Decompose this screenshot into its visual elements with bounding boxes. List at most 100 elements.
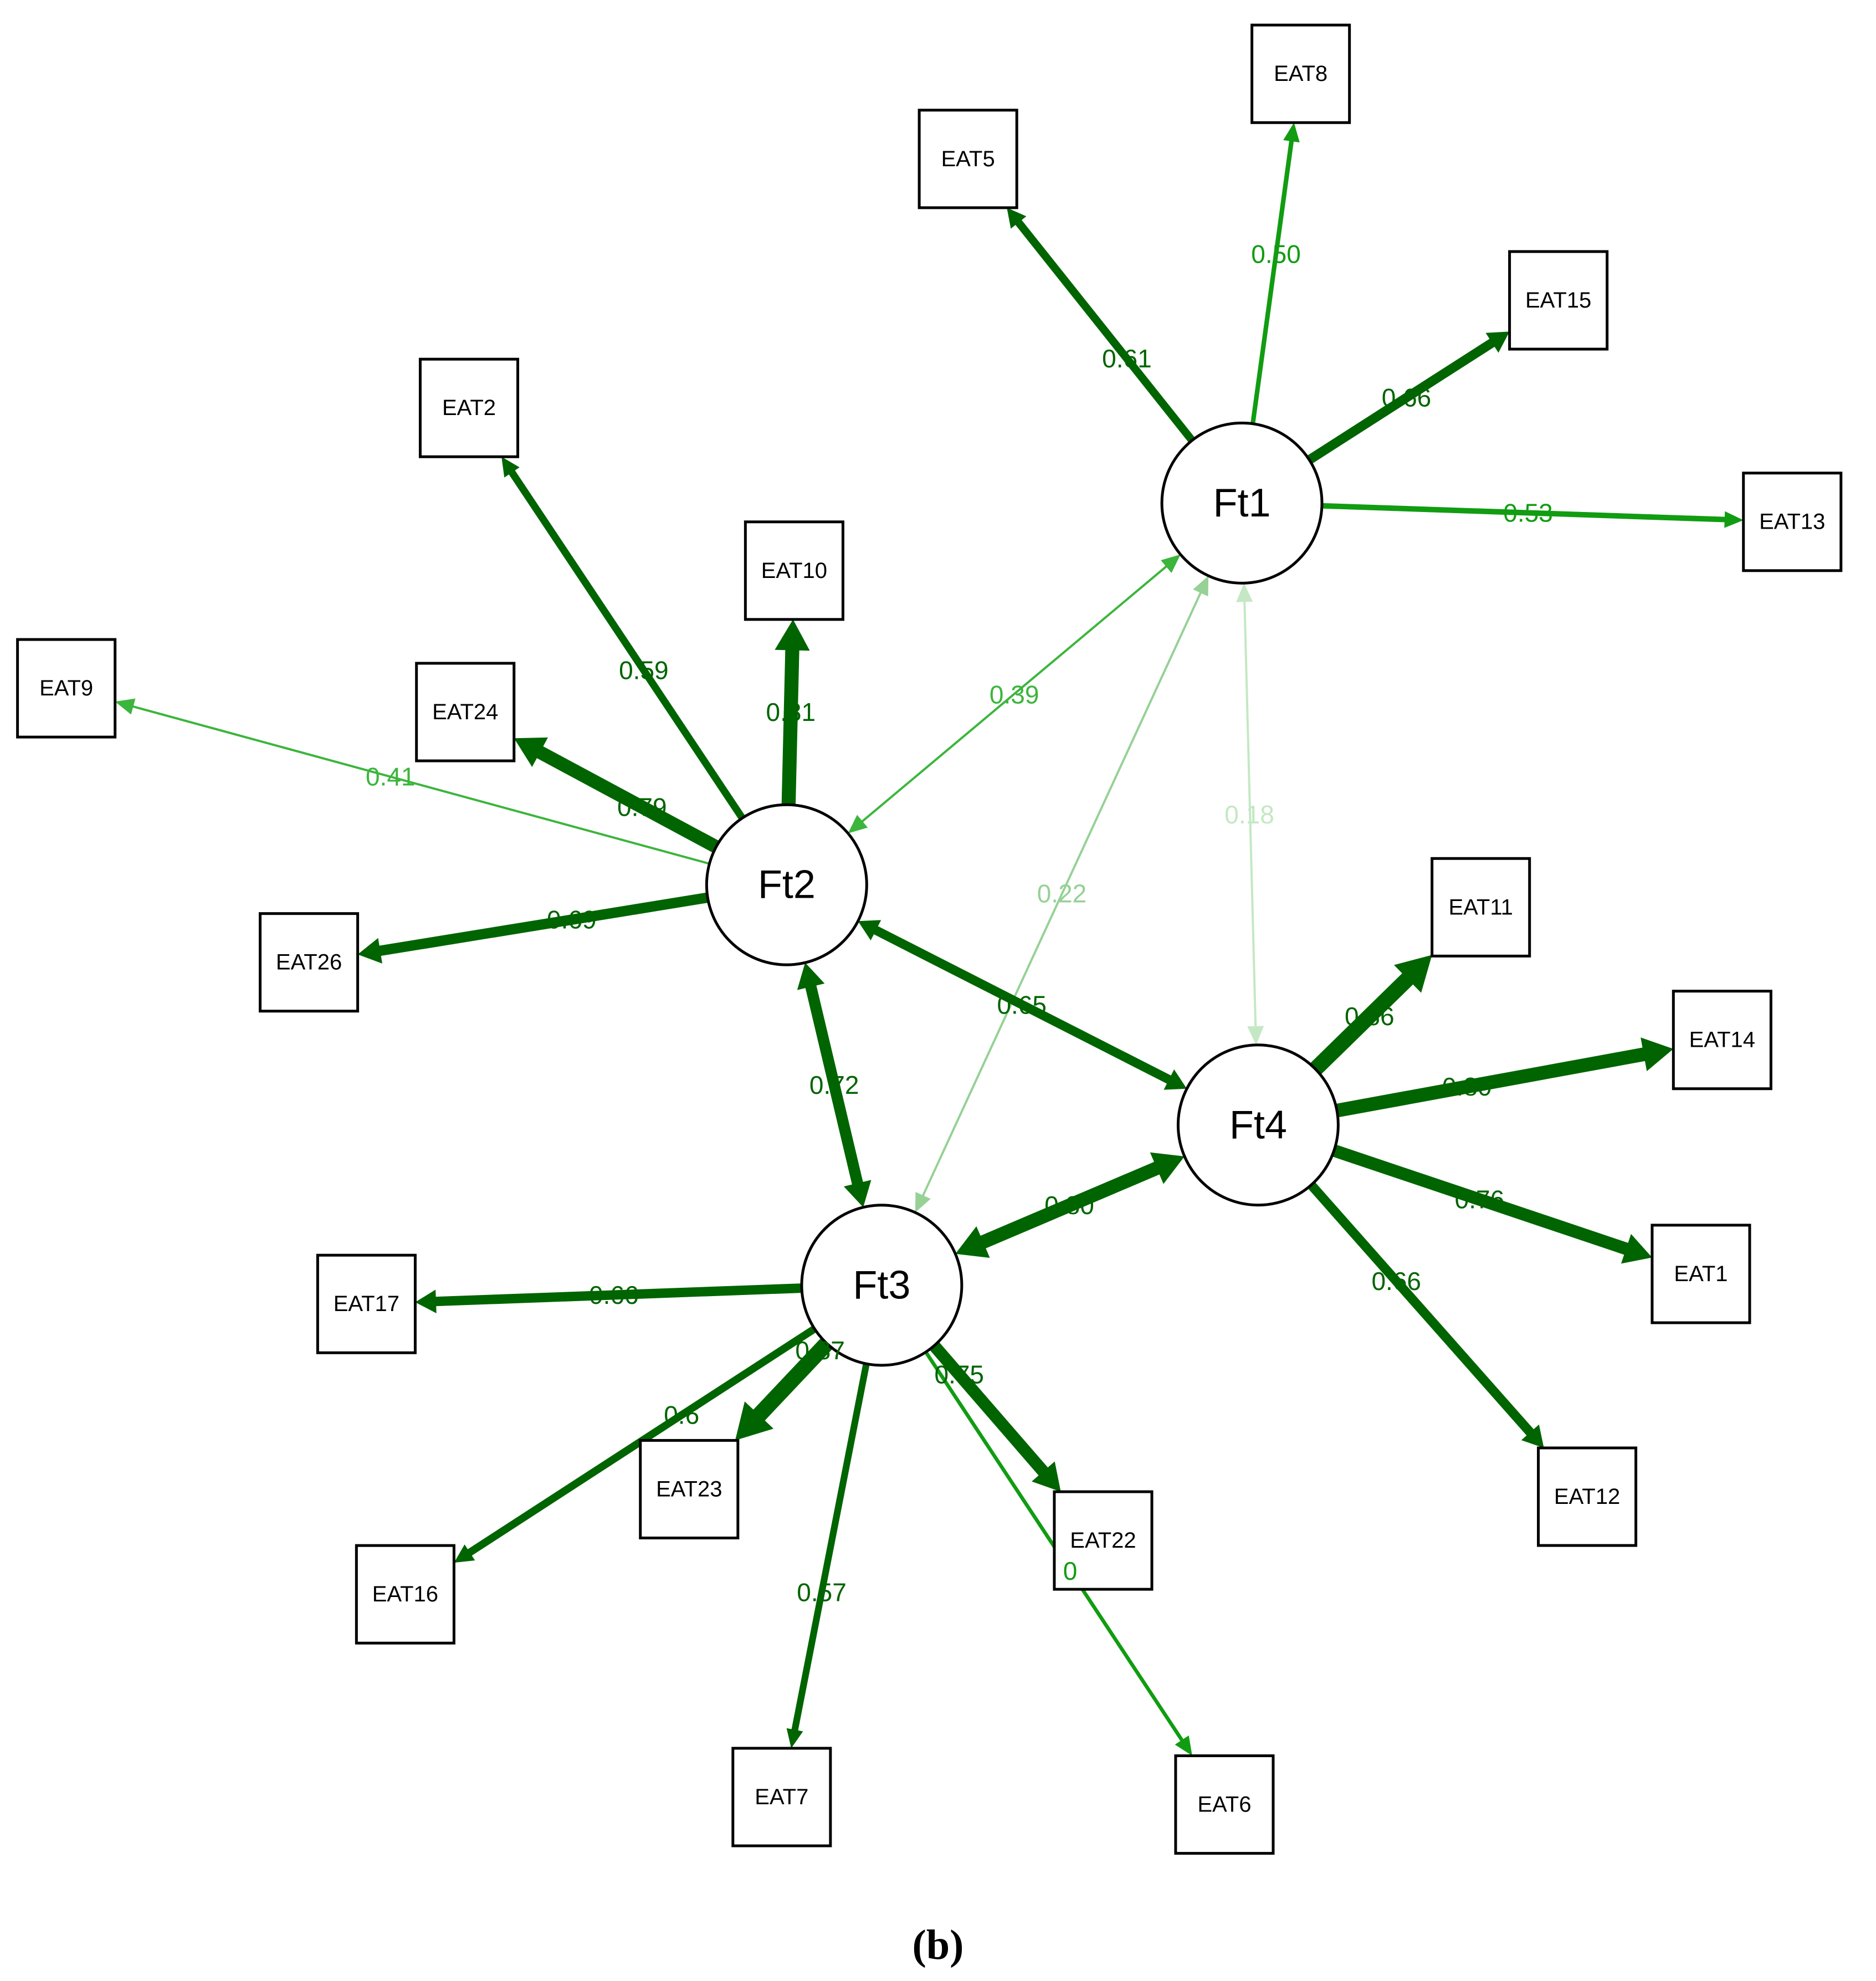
indicator-node-eat7: EAT7 bbox=[731, 1747, 832, 1847]
indicator-box bbox=[418, 357, 520, 458]
loading-ft3-eat17-line bbox=[433, 1283, 802, 1307]
indicator-box bbox=[918, 109, 1018, 209]
covariance-ft1-ft4-arrowhead bbox=[1247, 1026, 1264, 1045]
loading-ft3-eat17 bbox=[415, 1283, 802, 1313]
loading-label-eat26: 0.69 bbox=[547, 905, 597, 934]
loading-label-eat10: 0.81 bbox=[766, 698, 816, 726]
covariance-ft1-ft2-arrowhead bbox=[848, 815, 868, 833]
weight-labels-layer: 0.390.220.180.650.720.800.610.500.660.53… bbox=[366, 240, 1553, 1607]
covariance-ft2-ft4-arrowhead bbox=[1163, 1069, 1187, 1090]
indicator-box bbox=[1537, 1446, 1638, 1547]
loading-ft2-eat2 bbox=[501, 457, 746, 821]
loading-label-eat23: 0.87 bbox=[795, 1336, 845, 1365]
loading-ft3-eat7-line bbox=[791, 1363, 870, 1733]
indicator-label: EAT7 bbox=[755, 1785, 808, 1809]
indicator-node-eat2: EAT2 bbox=[418, 357, 520, 458]
indicator-box bbox=[355, 1544, 455, 1645]
loading-ft4-eat11 bbox=[1310, 955, 1432, 1075]
factor-circle bbox=[705, 803, 868, 966]
loading-ft1-eat8-arrowhead bbox=[1283, 122, 1300, 143]
indicator-label: EAT12 bbox=[1554, 1485, 1620, 1509]
covariance-ft3-ft4-arrowhead bbox=[1150, 1152, 1185, 1184]
indicator-label: EAT5 bbox=[941, 147, 995, 171]
indicator-box bbox=[1651, 1224, 1751, 1324]
loading-ft2-eat10-arrowhead bbox=[775, 619, 810, 651]
covariance-ft3-ft4-line bbox=[977, 1160, 1162, 1250]
factor-node-ft2: Ft2 bbox=[705, 803, 868, 966]
figure-caption: (b) bbox=[913, 1922, 964, 1968]
loading-ft1-eat15-arrowhead bbox=[1485, 331, 1510, 353]
loading-label-eat8: 0.50 bbox=[1251, 240, 1301, 269]
indicator-node-eat16: EAT16 bbox=[355, 1544, 455, 1645]
loading-ft1-eat13-line bbox=[1321, 503, 1727, 523]
indicator-node-eat10: EAT10 bbox=[744, 520, 844, 621]
loading-ft1-eat5-arrowhead bbox=[1007, 207, 1027, 229]
loading-ft3-eat22 bbox=[929, 1342, 1061, 1492]
indicator-label: EAT26 bbox=[276, 950, 342, 975]
loading-label-eat2: 0.59 bbox=[619, 656, 669, 684]
factor-node-ft3: Ft3 bbox=[800, 1204, 963, 1367]
indicator-label: EAT14 bbox=[1689, 1028, 1755, 1052]
indicator-node-eat22: EAT22 bbox=[1053, 1490, 1154, 1591]
indicator-label: EAT9 bbox=[39, 676, 93, 700]
loading-ft4-eat14 bbox=[1335, 1037, 1674, 1118]
covariance-ft2-ft4-arrowhead-start bbox=[858, 920, 881, 941]
loading-ft3-eat7 bbox=[786, 1363, 870, 1748]
loading-label-eat12: 0.66 bbox=[1371, 1267, 1421, 1296]
loading-ft2-eat24 bbox=[514, 737, 720, 853]
loading-ft2-eat9-arrowhead bbox=[115, 698, 136, 715]
loading-ft1-eat15 bbox=[1306, 331, 1510, 464]
loading-ft2-eat2-arrowhead bbox=[501, 457, 520, 478]
covariance-label-ft3-ft4: 0.80 bbox=[1044, 1191, 1094, 1220]
covariance-ft1-ft3-arrowhead-start bbox=[1193, 576, 1209, 597]
loading-ft4-eat14-line bbox=[1335, 1047, 1648, 1118]
loading-label-eat16: 0.6 bbox=[664, 1401, 699, 1430]
covariance-ft1-ft3-arrowhead bbox=[915, 1191, 931, 1213]
covariance-label-ft2-ft3: 0.72 bbox=[809, 1071, 859, 1099]
loading-label-eat15: 0.66 bbox=[1382, 383, 1432, 412]
loading-ft4-eat11-arrowhead bbox=[1394, 955, 1432, 993]
loading-label-eat24: 0.79 bbox=[617, 792, 667, 821]
factor-circle bbox=[1176, 1043, 1340, 1207]
indicator-box bbox=[1174, 1754, 1275, 1855]
loading-ft1-eat5-line bbox=[1014, 218, 1196, 443]
loading-ft4-eat1-line bbox=[1332, 1144, 1631, 1256]
loading-ft4-eat12-arrowhead bbox=[1521, 1424, 1544, 1448]
indicator-label: EAT2 bbox=[442, 396, 496, 420]
indicator-node-eat1: EAT1 bbox=[1651, 1224, 1751, 1324]
indicator-box bbox=[639, 1439, 740, 1539]
loading-label-eat17: 0.66 bbox=[589, 1281, 639, 1309]
loading-ft4-eat1-arrowhead bbox=[1621, 1233, 1652, 1264]
covariance-ft1-ft2 bbox=[848, 554, 1181, 833]
loading-ft4-eat1 bbox=[1332, 1144, 1652, 1264]
indicator-box bbox=[1431, 857, 1531, 958]
covariance-ft1-ft3-line bbox=[921, 591, 1203, 1198]
indicator-node-eat24: EAT24 bbox=[415, 662, 516, 762]
indicator-node-eat13: EAT13 bbox=[1742, 472, 1843, 572]
indicator-node-eat8: EAT8 bbox=[1250, 23, 1351, 124]
loading-ft3-eat16-arrowhead bbox=[454, 1544, 475, 1563]
factor-label: Ft2 bbox=[758, 863, 816, 907]
indicator-node-eat14: EAT14 bbox=[1672, 990, 1772, 1091]
factor-label: Ft4 bbox=[1229, 1103, 1287, 1147]
loading-ft2-eat26-arrowhead bbox=[357, 938, 382, 964]
covariance-ft2-ft3-line bbox=[804, 983, 864, 1187]
loading-label-eat13: 0.53 bbox=[1503, 498, 1553, 527]
covariance-ft3-ft4-arrowhead-start bbox=[955, 1226, 990, 1258]
loading-ft3-eat16 bbox=[454, 1325, 817, 1563]
factor-circle bbox=[1160, 421, 1324, 585]
indicator-box bbox=[1053, 1490, 1154, 1591]
loading-ft3-eat23-arrowhead bbox=[735, 1401, 774, 1441]
loading-ft3-eat7-arrowhead bbox=[786, 1728, 803, 1748]
indicator-label: EAT16 bbox=[372, 1582, 438, 1606]
covariance-ft2-ft4 bbox=[858, 920, 1187, 1090]
factor-label: Ft1 bbox=[1213, 481, 1271, 525]
indicator-label: EAT8 bbox=[1274, 62, 1327, 86]
loading-ft1-eat5 bbox=[1007, 207, 1196, 443]
indicator-node-eat26: EAT26 bbox=[259, 912, 360, 1013]
covariance-label-ft1-ft2: 0.39 bbox=[990, 680, 1039, 709]
indicator-node-eat15: EAT15 bbox=[1508, 250, 1609, 351]
indicator-label: EAT10 bbox=[761, 559, 827, 583]
loading-ft3-eat23-line bbox=[751, 1338, 833, 1424]
